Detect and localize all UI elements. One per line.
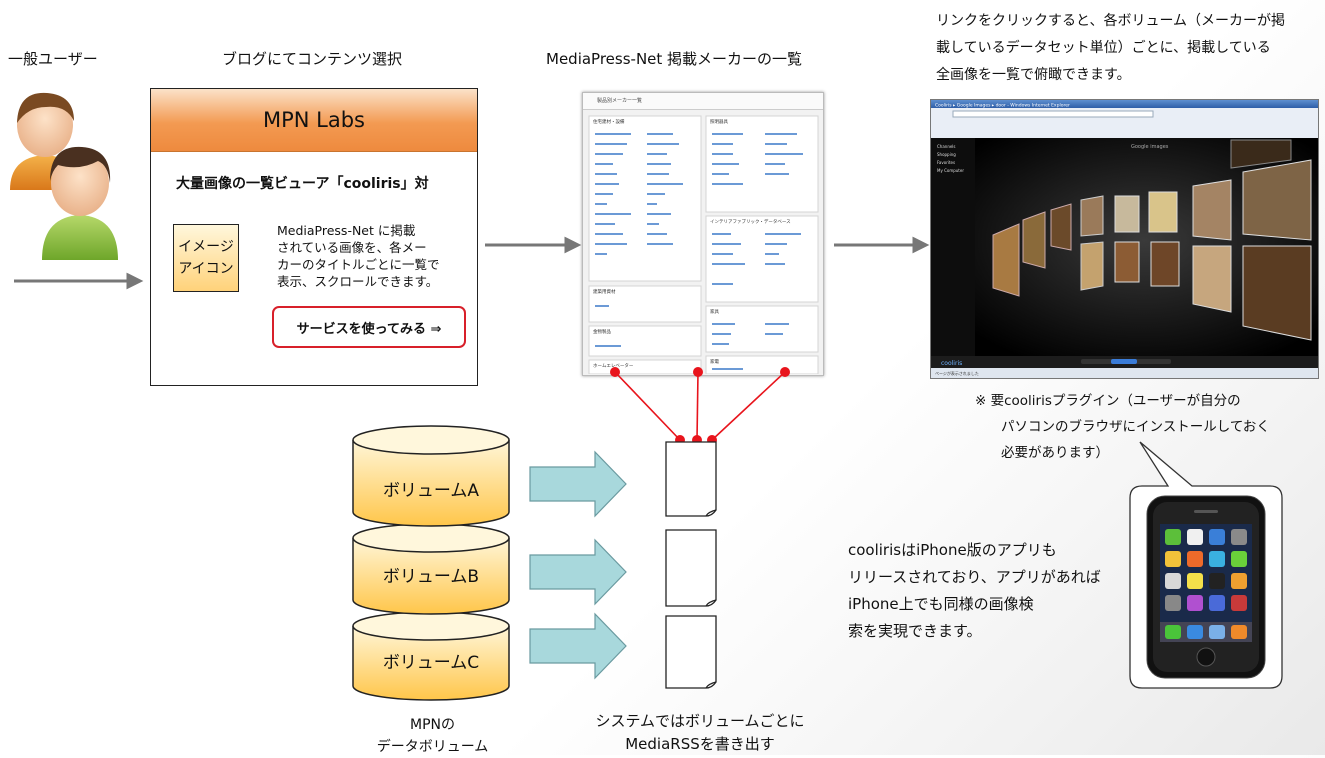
viewer-sidebar-item: Favorites (937, 160, 955, 165)
volumes-caption-line: データボリューム (376, 739, 489, 755)
viewer-caption: リンクをクリックすると、各ボリューム（メーカーが掲 載しているデータセット単位）… (936, 8, 1285, 89)
iphone-icon (1146, 495, 1266, 679)
desc-line: カーのタイトルごとに一覧で (277, 257, 440, 272)
labs-description: MediaPress-Net に掲載 されている画像を、各メー カーのタイトルご… (277, 222, 467, 290)
icon-line: アイコン (178, 261, 234, 277)
export-arrow (529, 538, 627, 606)
labs-title: MPN Labs (151, 89, 477, 152)
viewer-window-title: Cooliris ▸ Google Images ▸ door - Window… (935, 102, 1070, 108)
image-wall (992, 139, 1312, 341)
viewer-status: ページが表示されました (935, 370, 979, 376)
desc-line: 表示、スクロールできます。 (277, 274, 439, 289)
desc-line: されている画像を、各メー (277, 240, 427, 255)
iphone-note-line: iPhone上でも同様の画像検 (848, 595, 1034, 613)
users-icon (10, 92, 118, 260)
rss-document-icon (665, 615, 717, 689)
maker-category: 照明器具 (710, 119, 728, 125)
volumes-caption-line: MPNの (410, 717, 455, 733)
viewer-search-label: Google images (1131, 144, 1169, 150)
connector-dot (693, 367, 703, 377)
volume-label: ボリュームB (383, 567, 479, 587)
viewer-sidebar-item: My Computer (937, 168, 964, 173)
maker-list-body: 住宅建材・設備 照明器具 インテリアファブリック・データベース 建築用資材 家具… (588, 115, 819, 375)
icon-line: イメージ (178, 239, 234, 255)
export-arrow (529, 450, 627, 518)
maker-category: 建築用資材 (593, 288, 616, 295)
volume-label: ボリュームA (383, 481, 479, 501)
connector-dot (610, 367, 620, 377)
viewer-window: Cooliris ▸ Google Images ▸ door - Window… (931, 100, 1318, 378)
data-volumes: ボリュームA ボリュームB ボリュームC (352, 425, 510, 701)
export-arrow (529, 612, 627, 680)
mpn-labs-panel: MPN Labs 大量画像の一覧ビューア「cooliris」対 イメージ アイコ… (150, 88, 478, 386)
rss-caption-line: MediaRSSを書き出す (625, 735, 775, 753)
rss-caption: システムではボリュームごとに MediaRSSを書き出す (590, 710, 810, 756)
labs-subtitle: 大量画像の一覧ビューア「cooliris」対 (176, 176, 429, 192)
maker-category: 家電 (710, 358, 719, 365)
rss-document-icon (665, 529, 717, 607)
plugin-note-line: 必要があります） (1001, 445, 1109, 461)
plugin-note: ※ 要coolirisプラグイン（ユーザーが自分の パソコンのブラウザにインスト… (975, 388, 1270, 466)
viewer-caption-line: 全画像を一覧で俯瞰できます。 (936, 67, 1131, 83)
desc-line: MediaPress-Net に掲載 (277, 223, 416, 238)
iphone-note-line: 索を実現できます。 (848, 622, 982, 640)
maker-category-labels: 住宅建材・設備 照明器具 インテリアファブリック・データベース 建築用資材 家具… (593, 118, 791, 369)
maker-list-label: MediaPress-Net 掲載メーカーの一覧 (546, 50, 803, 68)
flow-arrow (834, 236, 930, 254)
iphone-note-line: リリースされており、アプリがあれば (848, 568, 1101, 586)
cooliris-viewer-screenshot: Cooliris ▸ Google Images ▸ door - Window… (930, 99, 1319, 379)
user-label: 一般ユーザー (8, 50, 98, 68)
volume-b-cylinder (352, 523, 510, 615)
plugin-note-line: パソコンのブラウザにインストールしておく (1001, 419, 1270, 435)
maker-category: 金物製品 (593, 328, 611, 335)
viewer-sidebar-item: Shopping (937, 152, 956, 157)
viewer-caption-line: リンクをクリックすると、各ボリューム（メーカーが掲 (936, 13, 1286, 29)
volume-c-cylinder (352, 611, 510, 701)
export-arrows (529, 450, 627, 680)
plugin-note-line: ※ 要coolirisプラグイン（ユーザーが自分の (975, 393, 1241, 409)
blog-label: ブログにてコンテンツ選択 (222, 50, 403, 68)
flow-arrow (485, 236, 582, 254)
try-service-button[interactable]: サービスを使ってみる ⇒ (272, 306, 466, 348)
iphone-callout (1129, 441, 1283, 689)
volumes-caption: MPNの データボリューム (360, 714, 505, 758)
viewer-caption-line: 載しているデータセット単位）ごとに、掲載している (936, 40, 1271, 56)
volume-a-cylinder (352, 425, 510, 527)
image-icon-placeholder: イメージ アイコン (173, 224, 239, 292)
iphone-note-line: coolirisはiPhone版のアプリも (848, 541, 1057, 559)
flow-arrow (14, 272, 144, 290)
cooliris-brand: cooliris (941, 360, 962, 367)
viewer-sidebar-item: Channels (937, 144, 956, 149)
maker-link-rows (595, 133, 803, 370)
maker-list-heading: 製品別メーカー一覧 (583, 93, 823, 110)
rss-caption-line: システムではボリュームごとに (595, 712, 805, 730)
maker-list-screenshot: 製品別メーカー一覧 住宅建材・設備 照明器具 インテリアファブリック・データベー… (582, 92, 824, 376)
rss-documents (665, 441, 717, 689)
maker-category: 住宅建材・設備 (593, 118, 625, 125)
connector-dot (780, 367, 790, 377)
volume-label: ボリュームC (383, 653, 479, 673)
maker-category: 家具 (710, 308, 719, 315)
iphone-note: coolirisはiPhone版のアプリも リリースされており、アプリがあれば … (848, 537, 1101, 645)
rss-document-icon (665, 441, 717, 517)
maker-category: インテリアファブリック・データベース (710, 218, 791, 225)
maker-category: ホームエレベーター (593, 362, 634, 369)
